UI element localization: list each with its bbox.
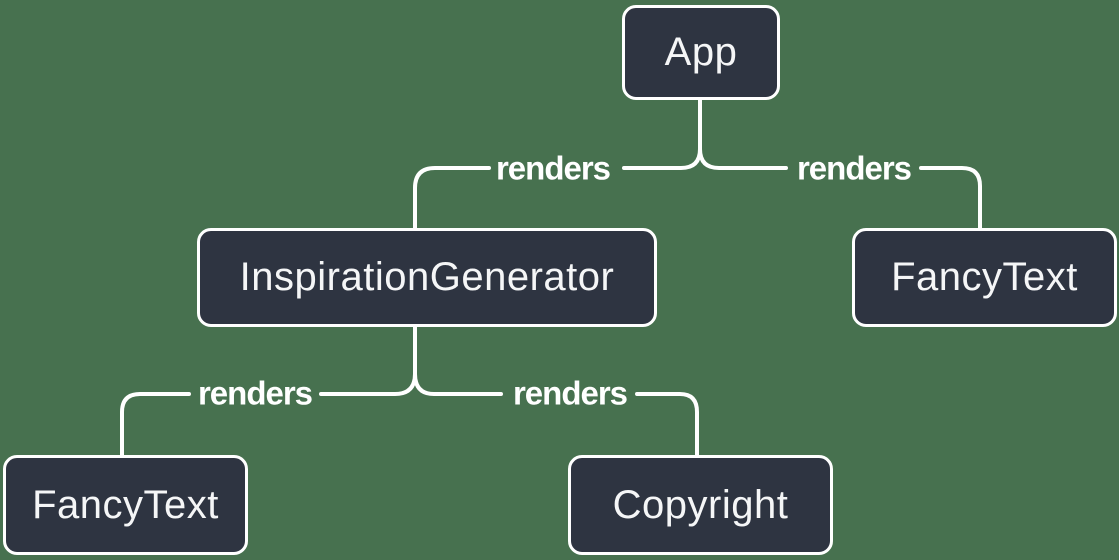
edge-app-to-inspirationgenerator-upper (622, 97, 702, 170)
node-fancy-text-bottom-label: FancyText (32, 482, 219, 527)
edge-app-to-fancytext-upper (698, 147, 788, 170)
edge-label-renders-app-inspirationgenerator: renders (495, 149, 611, 187)
edge-app-to-inspirationgenerator-lower (413, 166, 491, 231)
edge-label-renders-inspirationgenerator-copyright: renders (512, 374, 628, 412)
edge-inspirationgenerator-to-copyright-upper (413, 372, 503, 396)
edge-label-renders-app-fancytext: renders (796, 149, 912, 187)
node-copyright: Copyright (568, 455, 833, 555)
edge-inspirationgenerator-to-fancytext-lower (120, 392, 191, 458)
node-copyright-label: Copyright (612, 482, 789, 527)
node-fancy-text-top-label: FancyText (891, 255, 1078, 299)
node-inspiration-generator-label: InspirationGenerator (239, 255, 615, 299)
edge-inspirationgenerator-to-fancytext-upper (319, 324, 417, 396)
node-app: App (622, 5, 780, 100)
node-fancy-text-top: FancyText (852, 228, 1117, 327)
edge-inspirationgenerator-to-copyright-lower (635, 392, 699, 458)
edge-app-to-fancytext-lower (919, 166, 982, 231)
edge-label-renders-inspirationgenerator-fancytext: renders (197, 374, 313, 412)
node-inspiration-generator: InspirationGenerator (197, 228, 657, 327)
node-app-label: App (664, 30, 738, 74)
node-fancy-text-bottom: FancyText (3, 455, 248, 555)
